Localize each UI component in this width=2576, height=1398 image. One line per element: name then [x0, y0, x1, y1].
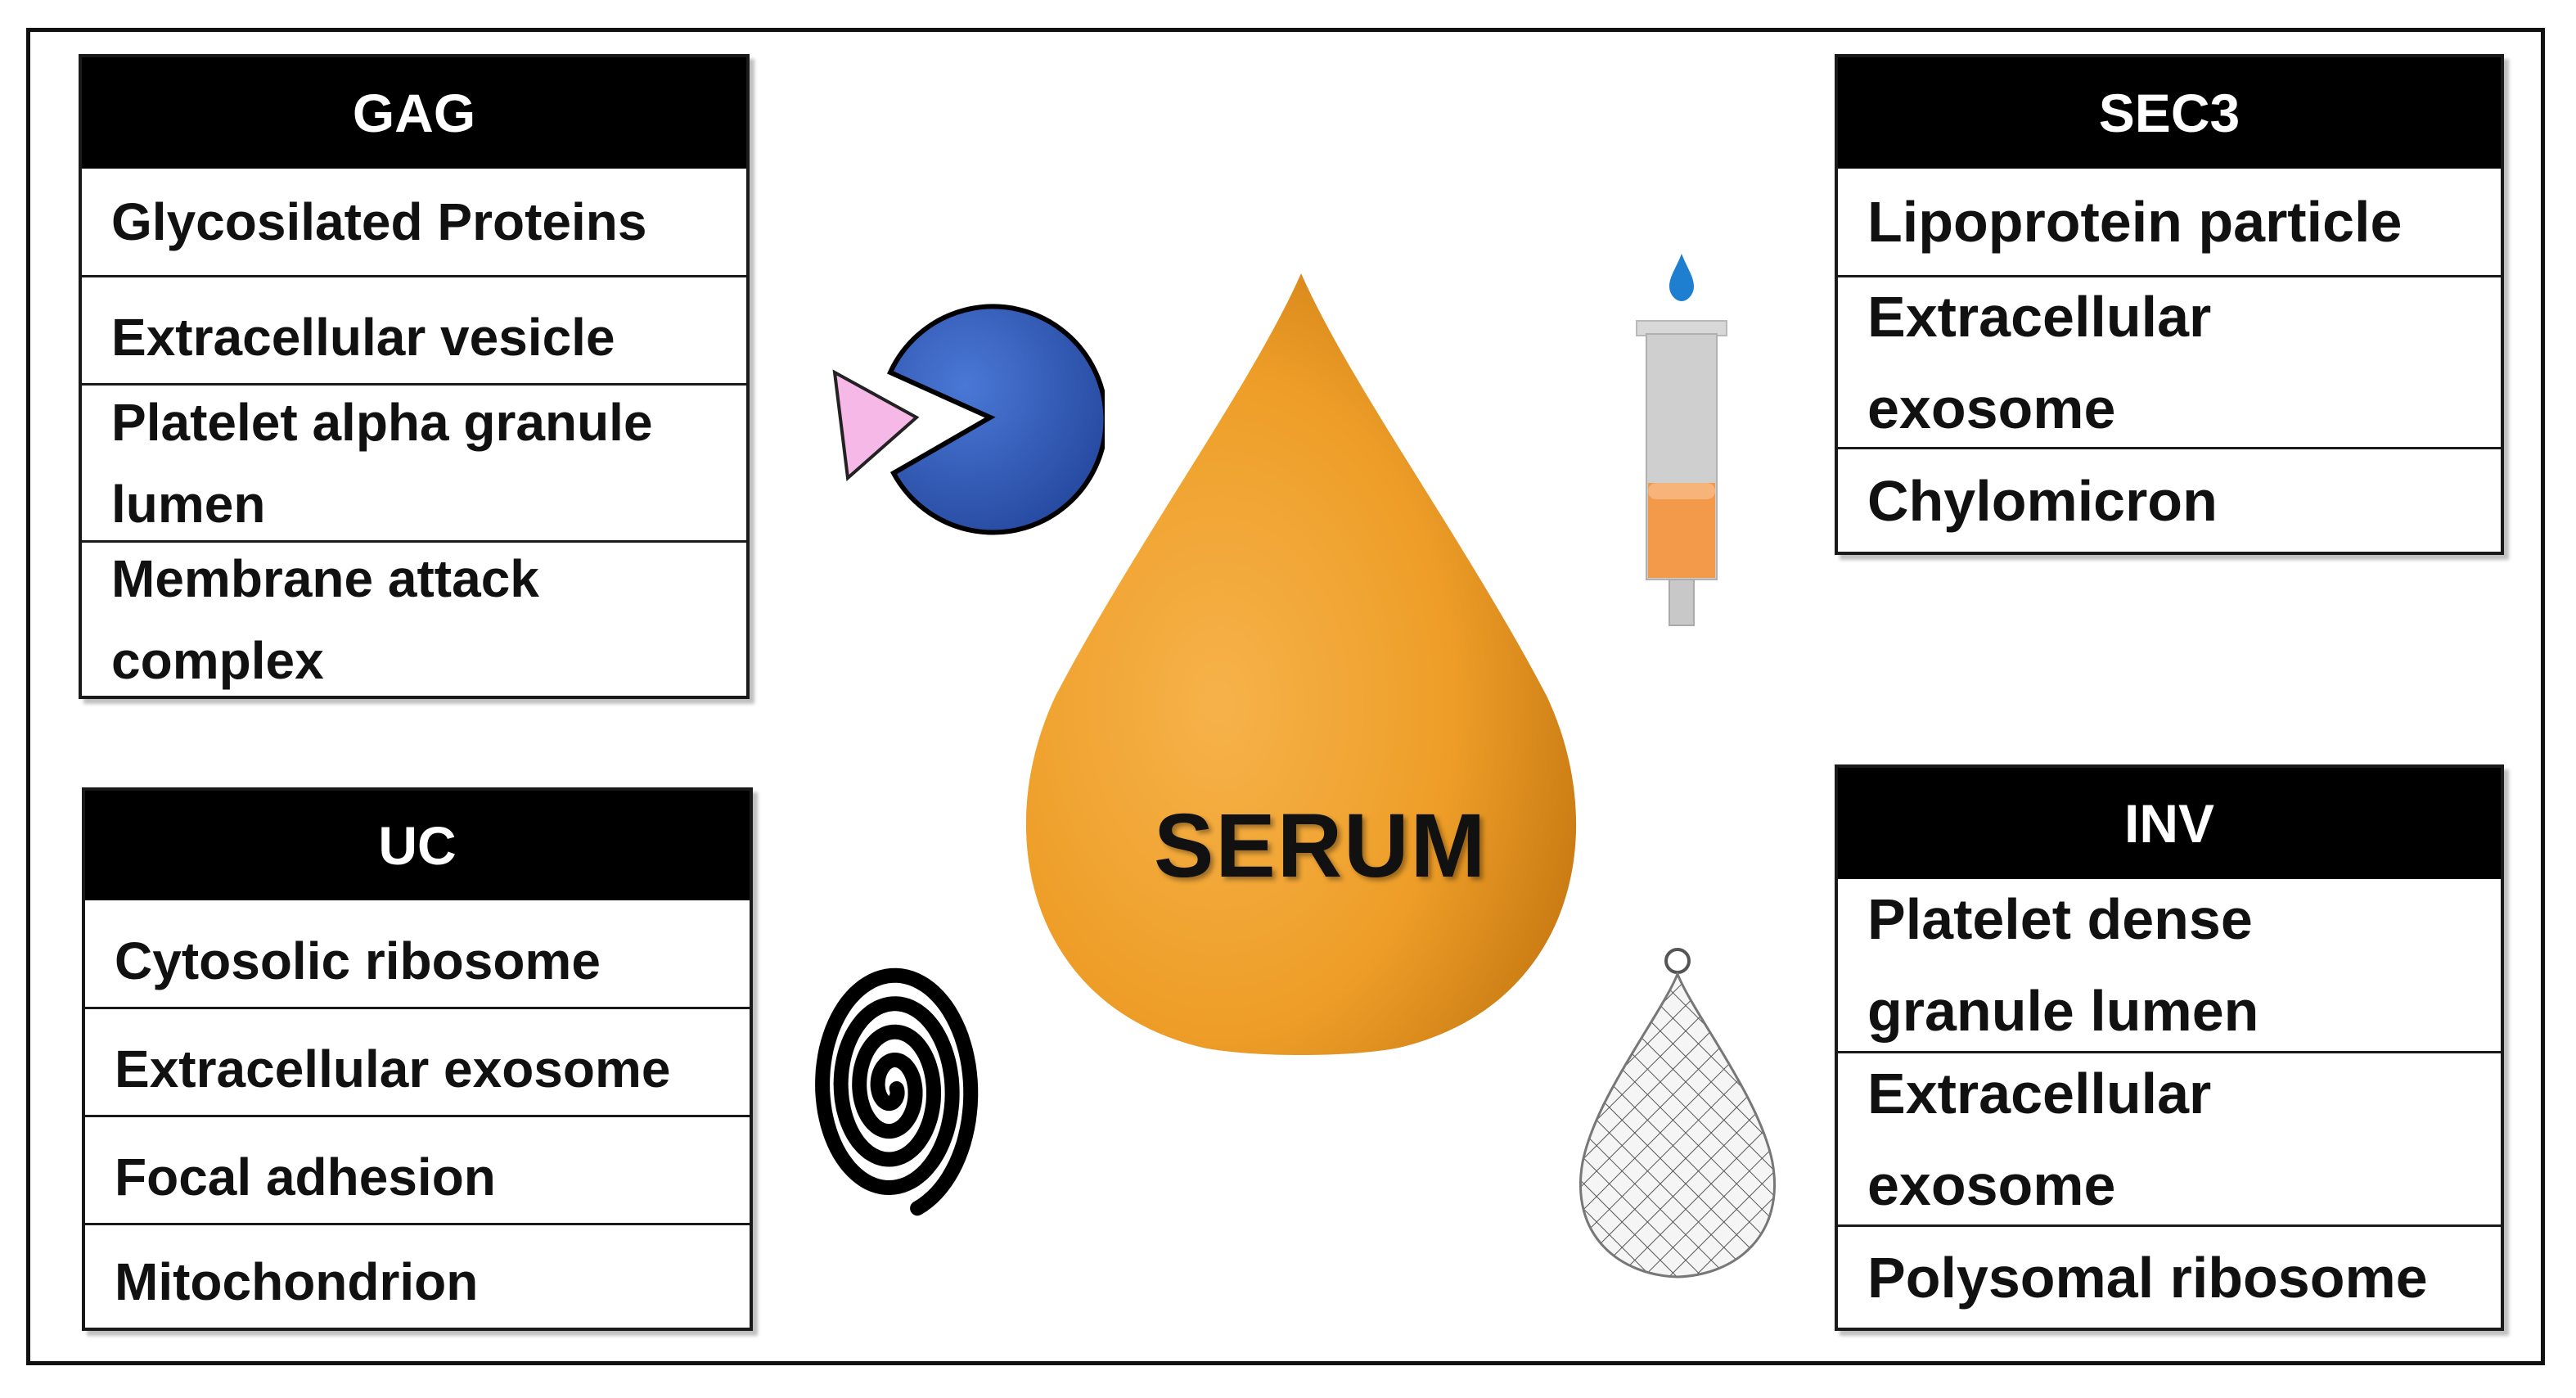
spiral-icon — [815, 967, 979, 1216]
list-item: Platelet alpha granule lumen — [82, 383, 746, 540]
panel-gag: GAG Glycosilated Proteins Extracellular … — [79, 54, 750, 699]
pacman-icon — [832, 304, 1105, 535]
list-item: Lipoprotein particle — [1867, 190, 2403, 254]
panel-title: UC — [85, 791, 750, 900]
list-item: Cytosolic ribosome — [115, 931, 601, 990]
list-item: Membrane attack complex — [82, 540, 746, 696]
list-item: Extracellular exosome — [85, 1007, 750, 1115]
panel-title: INV — [1838, 768, 2501, 879]
list-item: Chylomicron — [1838, 447, 2501, 552]
net-bag-icon — [1579, 948, 1776, 1278]
list-item: Extracellular exosome — [1838, 1051, 2501, 1224]
serum-label: SERUM — [1154, 796, 1488, 896]
figure-frame — [26, 28, 2545, 1365]
drop-icon — [1025, 273, 1577, 1055]
panel-uc: UC Cytosolic ribosome Extracellular exos… — [82, 787, 753, 1331]
list-item: Extracellular vesicle — [82, 275, 746, 383]
syringe-column-icon — [1636, 254, 1727, 626]
list-item: Polysomal ribosome — [1838, 1224, 2501, 1328]
list-item: Platelet dense granule lumen — [1867, 887, 2259, 1043]
panel-sec3: SEC3 Lipoprotein particle Extracellular … — [1835, 54, 2504, 555]
panel-title: SEC3 — [1838, 57, 2501, 169]
panel-title: GAG — [82, 57, 746, 169]
list-item: Extracellular exosome — [1838, 275, 2501, 447]
panel-inv: INV Platelet dense granule lumen Extrace… — [1835, 764, 2504, 1331]
list-item: Mitochondrion — [85, 1223, 750, 1328]
list-item: Focal adhesion — [85, 1115, 750, 1223]
list-item: Glycosilated Proteins — [111, 192, 647, 251]
